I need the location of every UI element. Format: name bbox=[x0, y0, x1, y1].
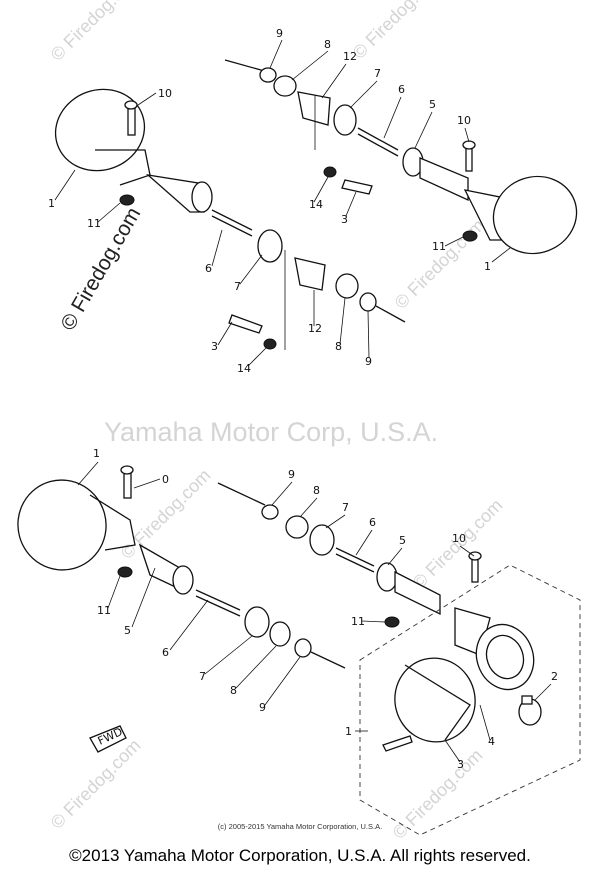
watermark-site: © Firedog.com bbox=[391, 215, 489, 313]
top-left-signal-assembly bbox=[54, 88, 406, 350]
callout-10: 10 bbox=[457, 114, 471, 127]
leader-lines bbox=[54, 39, 552, 763]
callout-3: 3 bbox=[457, 758, 464, 771]
small-copyright-note: (c) 2005-2015 Yamaha Motor Corporation, … bbox=[217, 822, 383, 831]
callout-8: 8 bbox=[324, 38, 331, 51]
callout-5: 5 bbox=[124, 624, 131, 637]
callout-9: 9 bbox=[288, 468, 295, 481]
bottom-left-signal-assembly bbox=[17, 465, 346, 753]
watermark-site: © Firedog.com bbox=[349, 0, 447, 63]
callout-12: 12 bbox=[308, 322, 322, 335]
callout-6: 6 bbox=[398, 83, 405, 96]
callout-11: 11 bbox=[351, 615, 365, 628]
copyright-footer: ©2013 Yamaha Motor Corporation, U.S.A. A… bbox=[69, 846, 531, 865]
callout-7: 7 bbox=[199, 670, 206, 683]
top-callouts: 1 10 11 6 7 3 14 12 8 9 9 8 12 7 6 5 10 … bbox=[48, 27, 491, 375]
callout-14: 14 bbox=[237, 362, 251, 375]
callout-9: 9 bbox=[276, 27, 283, 40]
callout-5: 5 bbox=[399, 534, 406, 547]
callout-8: 8 bbox=[335, 340, 342, 353]
callout-7: 7 bbox=[374, 67, 381, 80]
watermark-corp: Yamaha Motor Corp, U.S.A. bbox=[104, 417, 438, 447]
callout-10: 10 bbox=[158, 87, 172, 100]
callout-6: 6 bbox=[162, 646, 169, 659]
callout-11: 11 bbox=[432, 240, 446, 253]
callout-5: 5 bbox=[429, 98, 436, 111]
callout-3: 3 bbox=[211, 340, 218, 353]
callout-6: 6 bbox=[369, 516, 376, 529]
watermark-site: © Firedog.com bbox=[47, 735, 145, 833]
callout-9: 9 bbox=[259, 701, 266, 714]
bottom-right-signal-assembly bbox=[217, 482, 581, 836]
callout-7: 7 bbox=[342, 501, 349, 514]
callout-4: 4 bbox=[488, 735, 495, 748]
callout-1: 1 bbox=[484, 260, 491, 273]
callout-11: 11 bbox=[97, 604, 111, 617]
watermark-site: © Firedog.com bbox=[47, 0, 145, 65]
callout-10: 10 bbox=[452, 532, 466, 545]
top-right-signal-assembly bbox=[224, 59, 578, 255]
callout-1: 1 bbox=[93, 447, 100, 460]
callout-1: 1 bbox=[48, 197, 55, 210]
callout-6: 6 bbox=[205, 262, 212, 275]
callout-9: 9 bbox=[365, 355, 372, 368]
callout-3: 3 bbox=[341, 213, 348, 226]
callout-14: 14 bbox=[309, 198, 323, 211]
bottom-callouts: 1 0 11 5 6 7 8 9 FWD 9 8 7 6 5 10 11 2 4… bbox=[93, 447, 558, 771]
callout-8: 8 bbox=[230, 684, 237, 697]
callout-2: 2 bbox=[551, 670, 558, 683]
callout-12: 12 bbox=[343, 50, 357, 63]
callout-1: 1 bbox=[345, 725, 352, 738]
callout-7: 7 bbox=[234, 280, 241, 293]
callout-10: 0 bbox=[162, 473, 169, 486]
callout-8: 8 bbox=[313, 484, 320, 497]
callout-11: 11 bbox=[87, 217, 101, 230]
